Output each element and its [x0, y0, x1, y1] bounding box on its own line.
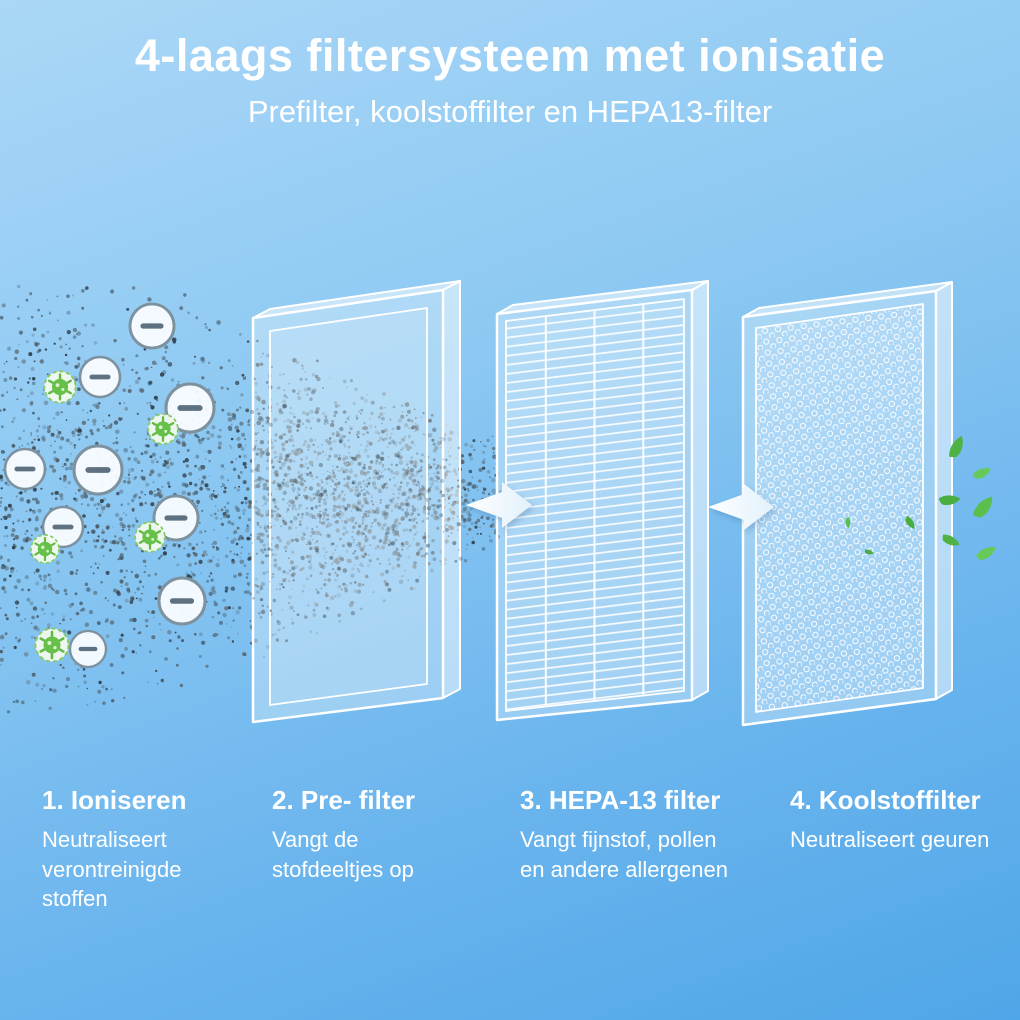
ion-minus-icon — [157, 576, 207, 626]
step-description: Neutraliseert verontreinigde stoffen — [42, 827, 182, 912]
germ-icon — [29, 533, 61, 565]
step-title: 4. Koolstoffilter — [790, 785, 981, 815]
ion-minus-icon — [72, 444, 124, 496]
leaf-icon — [971, 463, 991, 483]
step-koolstoffilter: 4. Koolstoffilter Neutraliseert geuren — [790, 785, 990, 855]
leaf-icon — [975, 542, 996, 563]
ion-minus-icon — [128, 302, 176, 350]
pre-filter-front-face — [251, 288, 445, 724]
step-description: Vangt fijnstof, pollen en andere allerge… — [520, 827, 728, 882]
carbon-side-face — [935, 281, 953, 700]
ion-minus-icon — [3, 447, 47, 491]
step-description: Neutraliseert geuren — [790, 827, 990, 852]
carbon-filter-panel — [741, 281, 953, 727]
leaf-icon — [971, 496, 994, 519]
page-subtitle: Prefilter, koolstoffilter en HEPA13-filt… — [247, 94, 773, 129]
hepa-side-face — [691, 280, 709, 701]
pre-filter-inner-frame — [269, 307, 428, 706]
step-title: 1. Ioniseren — [42, 785, 187, 815]
germ-icon — [133, 520, 167, 554]
flow-arrows — [466, 482, 774, 530]
step-title: 2. Pre- filter — [272, 785, 416, 815]
page-title: 4-laags filtersysteem met ionisatie — [134, 30, 886, 81]
carbon-honeycomb-pattern — [756, 304, 923, 712]
germ-icon — [43, 370, 77, 404]
step-description: Vangt de stofdeeltjes op — [272, 827, 414, 882]
dust-particles-overlay — [249, 339, 496, 658]
hepa-filter-panel — [495, 280, 709, 722]
pre-filter-side-face — [442, 280, 461, 699]
step-hepa-filter: 3. HEPA-13 filter Vangt fijnstof, pollen… — [520, 785, 738, 884]
step-pre-filter: 2. Pre- filter Vangt de stofdeeltjes op — [272, 785, 457, 884]
arrow-right-icon — [466, 482, 532, 528]
ion-minus-icon — [68, 629, 108, 669]
arrow-right-icon — [708, 484, 774, 530]
step-title: 3. HEPA-13 filter — [520, 785, 721, 815]
step-ioniseren: 1. Ioniseren Neutraliseert verontreinigd… — [42, 785, 237, 914]
pre-filter-panel — [251, 280, 461, 724]
germ-icon — [146, 412, 180, 446]
header: 4-laags filtersysteem met ionisatie Pref… — [0, 0, 1020, 130]
germ-icon — [34, 627, 70, 663]
ion-minus-icon — [78, 355, 122, 399]
